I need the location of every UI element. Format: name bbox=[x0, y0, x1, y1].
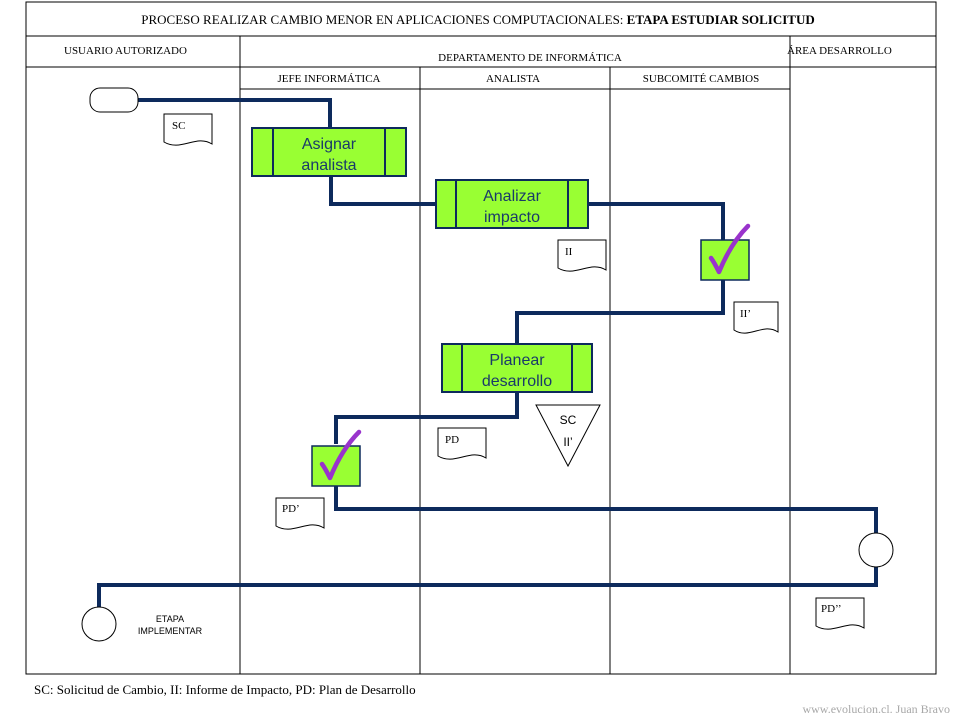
flow-analizar-to-revision bbox=[588, 202, 725, 240]
svg-text:PD: PD bbox=[445, 434, 459, 446]
title-stage: ETAPA ESTUDIAR SOLICITUD bbox=[627, 12, 815, 27]
activity-analizar-impacto: Analizar impacto bbox=[435, 179, 589, 229]
lane-subcomite-cambios: SUBCOMITÉ CAMBIOS bbox=[643, 73, 759, 85]
svg-text:analista: analista bbox=[301, 157, 356, 174]
lane-departamento-informatica: DEPARTAMENTO DE INFORMÁTICA bbox=[438, 52, 622, 64]
svg-text:impacto: impacto bbox=[484, 209, 540, 226]
flow-asignar-to-analizar bbox=[329, 176, 436, 206]
lane-jefe-informatica: JEFE INFORMÁTICA bbox=[278, 73, 381, 85]
svg-text:II’: II’ bbox=[740, 308, 751, 320]
document-ii: II bbox=[557, 239, 607, 272]
document-pd-double-prime: PD’’ bbox=[815, 597, 865, 630]
svg-text:SC: SC bbox=[560, 413, 577, 427]
document-pd-prime: PD’ bbox=[275, 497, 325, 530]
svg-text:PD’’: PD’’ bbox=[821, 603, 842, 615]
legend-text: SC: Solicitud de Cambio, II: Informe de … bbox=[34, 682, 416, 697]
title-prefix: PROCESO REALIZAR CAMBIO MENOR EN APLICAC… bbox=[141, 12, 626, 27]
connector-circle bbox=[858, 532, 894, 568]
lane-analista: ANALISTA bbox=[486, 73, 540, 85]
diagram-title: PROCESO REALIZAR CAMBIO MENOR EN APLICAC… bbox=[141, 12, 814, 27]
document-ii-prime: II’ bbox=[733, 301, 779, 334]
end-label-line1: ETAPA bbox=[156, 614, 184, 624]
archive-triangle: SC II’ bbox=[535, 404, 601, 468]
document-sc: SC bbox=[163, 113, 213, 146]
activity-asignar-analista: Asignar analista bbox=[251, 127, 407, 177]
swimlane-frame bbox=[25, 1, 937, 675]
svg-text:SC: SC bbox=[172, 120, 185, 132]
svg-text:PD’: PD’ bbox=[282, 503, 300, 515]
document-pd: PD bbox=[437, 427, 487, 460]
svg-text:desarrollo: desarrollo bbox=[482, 373, 552, 390]
svg-text:Planear: Planear bbox=[489, 352, 545, 369]
check-activity-revisar-impacto bbox=[700, 223, 751, 281]
check-mark-icon bbox=[319, 429, 362, 481]
flow-connector-to-end bbox=[97, 566, 878, 608]
activity-planear-desarrollo: Planear desarrollo bbox=[441, 343, 593, 393]
flow-aprobacion-to-connector bbox=[334, 486, 878, 534]
svg-text:II’: II’ bbox=[563, 435, 572, 449]
svg-text:Asignar: Asignar bbox=[302, 136, 357, 153]
check-activity-aprobar-plan bbox=[311, 429, 362, 487]
lane-usuario-autorizado: USUARIO AUTORIZADO bbox=[64, 45, 187, 57]
start-terminal bbox=[89, 87, 139, 113]
check-mark-icon bbox=[708, 223, 751, 275]
end-connector-circle bbox=[81, 606, 117, 642]
svg-text:II: II bbox=[565, 246, 573, 258]
flow-connectors bbox=[97, 98, 878, 608]
end-label-line2: IMPLEMENTAR bbox=[138, 626, 203, 636]
flow-planear-to-aprobacion bbox=[334, 392, 519, 444]
flow-start-to-asignar bbox=[138, 98, 332, 128]
lane-area-desarrollo: ÁREA DESARROLLO bbox=[787, 45, 892, 57]
credit-text: www.evolucion.cl. Juan Bravo bbox=[802, 702, 950, 716]
flow-revision-to-planear bbox=[515, 280, 725, 344]
svg-text:Analizar: Analizar bbox=[483, 188, 541, 205]
